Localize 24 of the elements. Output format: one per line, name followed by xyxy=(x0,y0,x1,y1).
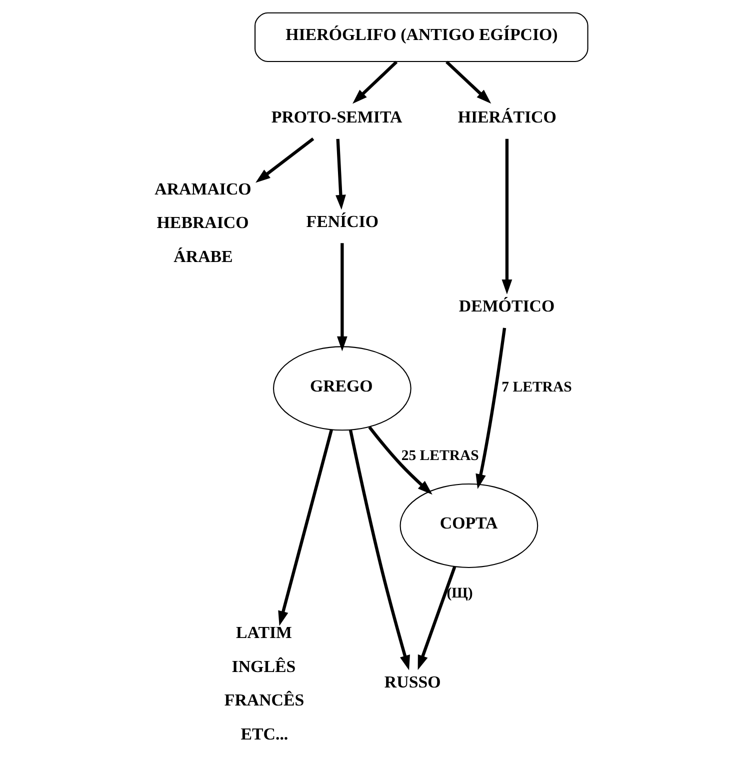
arrow xyxy=(417,566,456,670)
arrow xyxy=(336,243,347,352)
arrow xyxy=(348,430,410,670)
arrow xyxy=(445,60,491,104)
node-text: ARAMAICO HEBRAICO ÁRABE xyxy=(154,179,251,266)
edge-label: (Щ) xyxy=(446,585,472,602)
arrow xyxy=(255,137,314,183)
edge-label: 7 LETRAS xyxy=(501,379,572,396)
arrow xyxy=(475,328,506,489)
node-text: FENÍCIO xyxy=(306,212,378,232)
arrow xyxy=(335,138,346,210)
node-text: HIERÁTICO xyxy=(457,108,556,127)
node-box: HIERÓGLIFO (ANTIGO EGÍPCIO) xyxy=(254,12,588,62)
arrow xyxy=(352,60,398,104)
node-text: DEMÓTICO xyxy=(458,296,554,316)
node-text: RUSSO xyxy=(384,672,440,692)
node-text: PROTO-SEMITA xyxy=(270,108,402,127)
node-ellipse: COPTA xyxy=(399,484,538,568)
arrow xyxy=(278,429,332,626)
arrow xyxy=(368,426,432,495)
arrow xyxy=(501,138,512,294)
edge-label: 25 LETRAS xyxy=(400,448,478,464)
node-text: LATIM INGLÊS FRANCÊS ETC... xyxy=(224,623,304,744)
node-ellipse: GREGO xyxy=(272,346,411,431)
